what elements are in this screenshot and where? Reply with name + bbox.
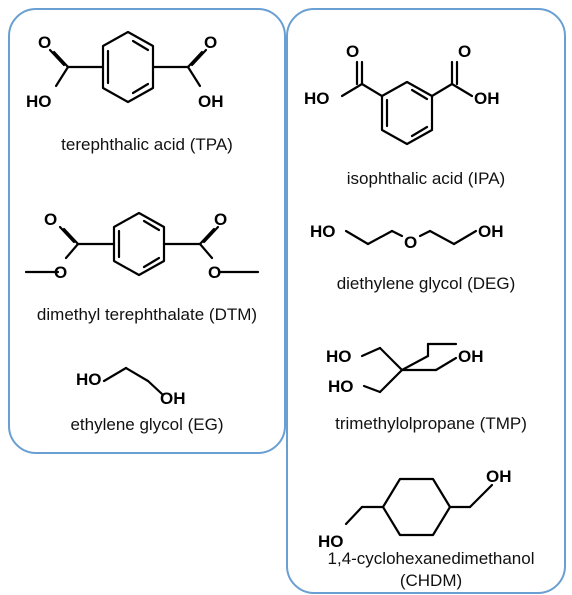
dtm-o-ester-left: O	[54, 263, 67, 282]
deg-oh-left: HO	[310, 222, 336, 241]
tpa-o-top-left: O	[38, 33, 51, 52]
eg-oh-right: OH	[160, 389, 186, 408]
dtm-o-ester-right: O	[208, 263, 221, 282]
chdm-oh-bottom: HO	[318, 532, 344, 551]
chdm-name-line2: (CHDM)	[399, 571, 463, 590]
tmp-oh-bottom-left: HO	[328, 377, 354, 396]
eg-name: ethylene glycol (EG)	[70, 415, 224, 434]
tmp-oh-right: OH	[458, 347, 484, 366]
right-panel	[286, 8, 566, 594]
dtm-o-top-right: O	[214, 210, 227, 229]
deg-name: diethylene glycol (DEG)	[336, 274, 516, 293]
dtm-name: dimethyl terephthalate (DTM)	[36, 305, 258, 324]
dtm-o-top-left: O	[44, 210, 57, 229]
chdm-name-line1: 1,4-cyclohexanedimethanol	[327, 549, 535, 568]
eg-oh-left: HO	[76, 370, 102, 389]
tpa-oh-right: OH	[198, 92, 224, 111]
ipa-o-top-right: O	[458, 42, 471, 61]
deg-oh-right: OH	[478, 222, 504, 241]
ipa-name: isophthalic acid (IPA)	[346, 169, 506, 188]
tpa-name: terephthalic acid (TPA)	[61, 135, 233, 154]
tmp-oh-top-left: HO	[326, 347, 352, 366]
chdm-oh-top: OH	[486, 467, 512, 486]
ipa-o-top-left: O	[346, 42, 359, 61]
deg-o-middle: O	[404, 233, 417, 252]
tpa-oh-left: HO	[26, 92, 52, 111]
ipa-oh-left: HO	[304, 89, 330, 108]
tmp-name: trimethylolpropane (TMP)	[335, 414, 527, 433]
ipa-oh-right: OH	[474, 89, 500, 108]
tpa-o-top-right: O	[204, 33, 217, 52]
